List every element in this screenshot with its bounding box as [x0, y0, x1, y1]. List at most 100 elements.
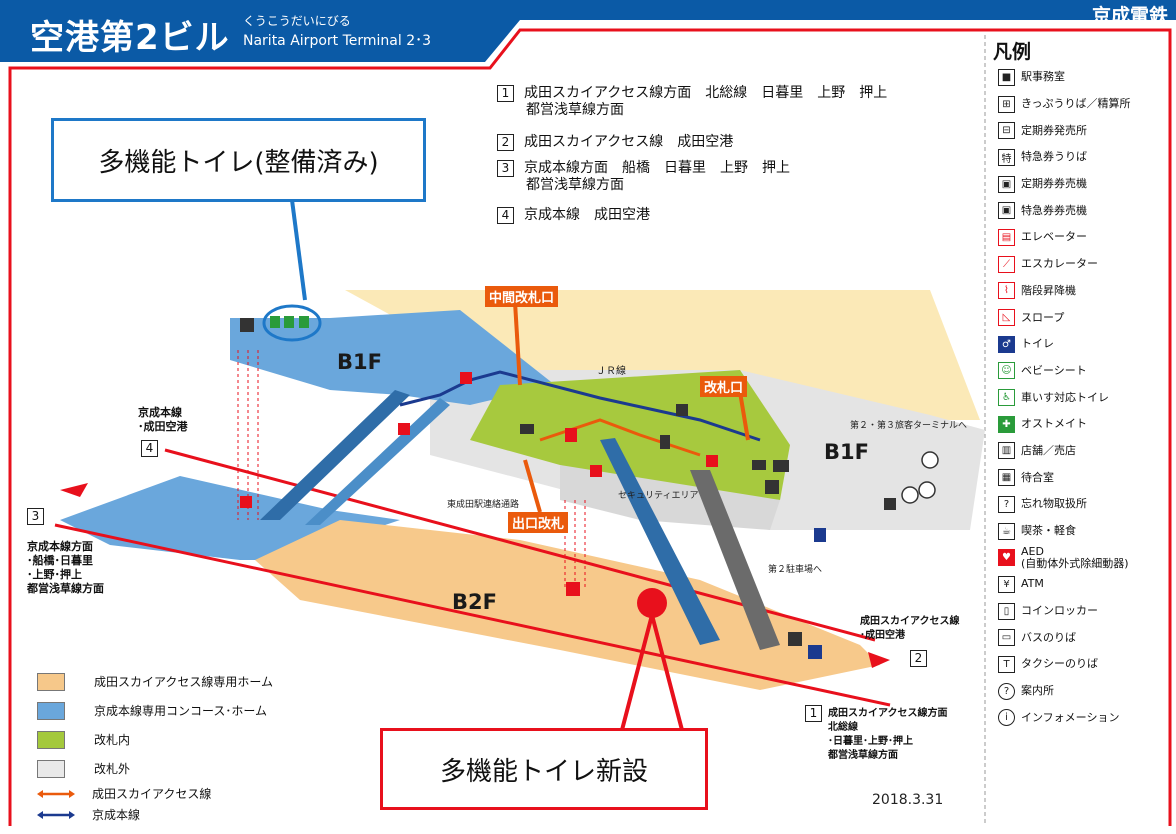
legend-item-label: 定期券発売所	[1021, 123, 1087, 137]
legend-row-unpaid-area: 改札外	[37, 754, 273, 783]
pass-machine-icon: ▣	[998, 175, 1015, 193]
legend-row-paid-area: 改札内	[37, 725, 273, 754]
station-name: 空港第2ビル	[30, 18, 230, 58]
platform-2-text: ･成田空港	[860, 630, 905, 641]
legend-item-label: きっぷうりば／精算所	[1021, 97, 1131, 111]
legend-row-sky-access-line: 成田スカイアクセス線	[37, 783, 273, 804]
platform-3-text: 都営浅草線方面	[27, 582, 104, 595]
existing-toilet-callout: 多機能トイレ(整備済み)	[51, 118, 426, 202]
platform-4-label: 京成本線 ･成田空港	[138, 406, 188, 434]
legend-item-wheelchair-toilet: ♿車いす対応トイレ	[998, 384, 1170, 411]
legend-item-label: ATM	[1021, 577, 1044, 591]
revision-date: 2018.3.31	[872, 792, 944, 808]
legend-label: 改札外	[94, 762, 131, 776]
jr-line-label: ＪＲ線	[596, 366, 626, 377]
platform-1-label: 成田スカイアクセス線方面 北総線 ･日暮里･上野･押上 都営浅草線方面	[828, 707, 948, 763]
limited-express-ticket-icon: 特	[998, 148, 1015, 166]
legend-item-label: 案内所	[1021, 684, 1054, 698]
ticket-gate-label: 改札口	[700, 376, 748, 397]
escalator-icon: ⟋	[998, 255, 1015, 273]
route-number: 4	[497, 207, 514, 224]
new-toilet-marker	[637, 588, 667, 618]
legend-item-lost-and-found: ? 忘れ物取扱所	[998, 491, 1170, 518]
toilet-icon: ♂	[998, 335, 1015, 353]
track-arrow-right	[868, 652, 890, 668]
legend-item-label: タクシーのりば	[1021, 657, 1098, 671]
platform-4-line: 京成本線	[138, 406, 182, 419]
legend-item-label: 待合室	[1021, 470, 1054, 484]
escalator-1	[260, 390, 410, 520]
legend-item-label: エスカレーター	[1021, 257, 1098, 271]
platform-3-number: 3	[27, 508, 44, 525]
platform-3-label: 京成本線方面 ･船橋･日暮里 ･上野･押上 都営浅草線方面	[27, 540, 104, 596]
swatch-paid	[37, 730, 65, 749]
lost-and-found-icon: ?	[998, 495, 1015, 513]
legend-item-label: 階段昇降機	[1021, 283, 1076, 297]
legend-item-toilet: ♂トイレ	[998, 331, 1170, 358]
baby-seat-icon: ☺	[998, 362, 1015, 380]
route-text: 京成本線 成田空港	[524, 207, 650, 223]
locker-icon: ▯	[998, 602, 1015, 620]
platform-4-dest: ･成田空港	[138, 420, 188, 433]
atm-icon: ¥	[998, 575, 1015, 593]
route-4: 4 京成本線 成田空港	[497, 207, 650, 224]
legend-item-slope: ◺スロープ	[998, 304, 1170, 331]
route-text-2: 都営浅草線方面	[526, 177, 624, 193]
legend-item-label: エレベーター	[1021, 230, 1087, 244]
legend-label: 成田スカイアクセス線専用ホーム	[94, 675, 274, 689]
track-arrow-left	[60, 483, 88, 497]
legend-row-keisei-line: 京成本線	[37, 804, 273, 825]
platform-2-number: 2	[910, 650, 927, 667]
legend-item-label: AED (自動体外式除細動器)	[1021, 544, 1129, 570]
route-text: 成田スカイアクセス線方面 北総線 日暮里 上野 押上	[524, 85, 888, 101]
floor-label-b1f-left: B1F	[337, 350, 382, 374]
commuter-pass-office-icon: ⊟	[998, 122, 1015, 140]
station-name-kana: くうこうだいにびる	[243, 14, 351, 28]
legend-item-escalator: ⟋ エスカレーター	[998, 251, 1170, 278]
legend-item-label: 特急券うりば	[1021, 150, 1087, 164]
legend-label: 改札内	[94, 733, 131, 747]
information-icon: i	[998, 709, 1015, 727]
stair-lift-icon: ⌇	[998, 282, 1015, 300]
ticket-gate-leader	[738, 391, 750, 441]
keisei-route	[399, 370, 761, 442]
exit-gate-label: 出口改札	[508, 512, 569, 533]
legend-label: 京成本線	[92, 808, 141, 822]
track-1	[54, 523, 891, 707]
legend-item-aed: ♥AED (自動体外式除細動器)	[998, 544, 1170, 571]
swatch-sky-access	[37, 672, 65, 691]
legend-item-limited-express-ticket: 特特急券うりば	[998, 144, 1170, 171]
legend-item-label: 忘れ物取扱所	[1021, 497, 1087, 511]
legend-item-label: 特急券券売機	[1021, 203, 1087, 217]
legend-title: 凡例	[993, 41, 1032, 63]
blue-callout-pointer	[290, 199, 307, 301]
platform-3-text: ･船橋･日暮里	[27, 554, 93, 567]
legend-item-label: ベビーシート	[1021, 363, 1087, 377]
route-number: 2	[497, 134, 514, 151]
legend-item-label: 店舗／売店	[1021, 443, 1076, 457]
escalator-3	[600, 438, 720, 645]
paid-area	[470, 370, 790, 500]
legend-item-ostomate: ✚ オストメイト	[998, 411, 1170, 438]
station-name-english: Narita Airport Terminal 2･3	[243, 33, 432, 49]
legend-label: 成田スカイアクセス線	[92, 787, 212, 801]
legend-row-keisei-concourse: 京成本線専用コンコース･ホーム	[37, 696, 273, 725]
legend-item-locker: ▯コインロッカー	[998, 598, 1170, 625]
swatch-unpaid	[37, 759, 65, 778]
legend-item-label: 車いす対応トイレ	[1021, 390, 1109, 404]
existing-toilet-highlight	[262, 304, 322, 342]
ostomate-icon: ✚	[998, 415, 1015, 433]
legend-item-label: バスのりば	[1021, 630, 1076, 644]
middle-gate-label: 中間改札口	[485, 286, 559, 307]
legend-item-atm: ¥ ATM	[998, 571, 1170, 598]
legend-item-label: オストメイト	[1021, 417, 1087, 431]
platform-1-text: 北総線	[828, 722, 858, 733]
higashi-narita-label: 東成田駅連絡通路	[447, 500, 520, 510]
express-machine-icon: ▣	[998, 202, 1015, 220]
legend-item-shop: ▥店舗／売店	[998, 438, 1170, 465]
legend-item-stair-lift: ⌇ 階段昇降機	[998, 278, 1170, 305]
